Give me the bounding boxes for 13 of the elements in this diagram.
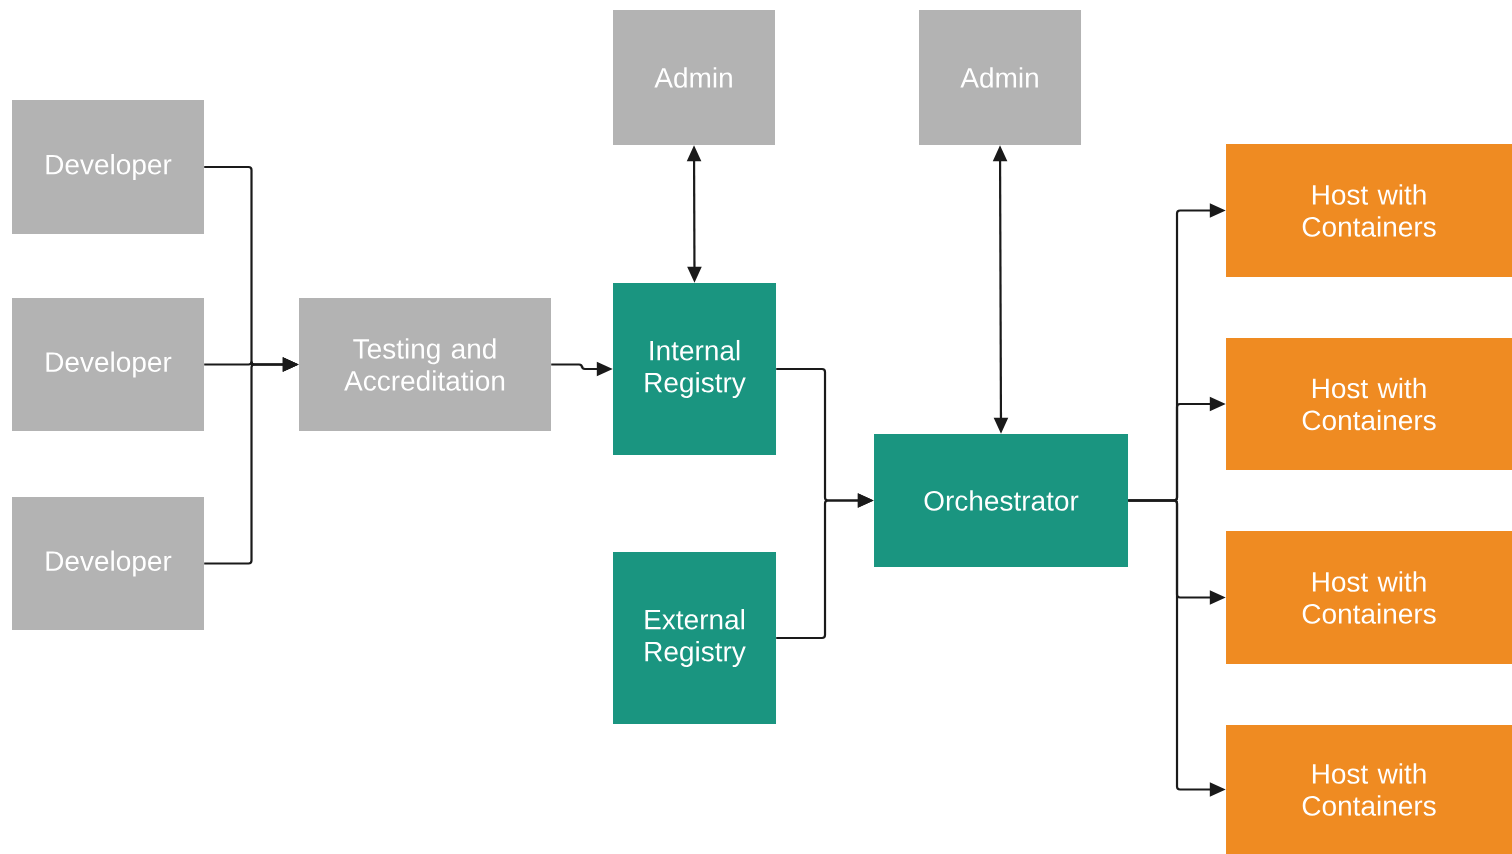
role-box: Testing and Accreditation bbox=[299, 298, 551, 431]
role-box: Developer bbox=[12, 298, 204, 431]
host-box: Host with Containers bbox=[1226, 144, 1512, 277]
system-box: External Registry bbox=[613, 552, 776, 724]
system-box: Orchestrator bbox=[874, 434, 1128, 567]
role-box: Developer bbox=[12, 497, 204, 630]
host-box: Host with Containers bbox=[1226, 725, 1512, 854]
role-box: Admin bbox=[919, 10, 1081, 145]
role-box: Admin bbox=[613, 10, 775, 145]
host-box: Host with Containers bbox=[1226, 338, 1512, 470]
host-box: Host with Containers bbox=[1226, 531, 1512, 664]
role-box: Developer bbox=[12, 100, 204, 234]
system-box: Internal Registry bbox=[613, 283, 776, 455]
